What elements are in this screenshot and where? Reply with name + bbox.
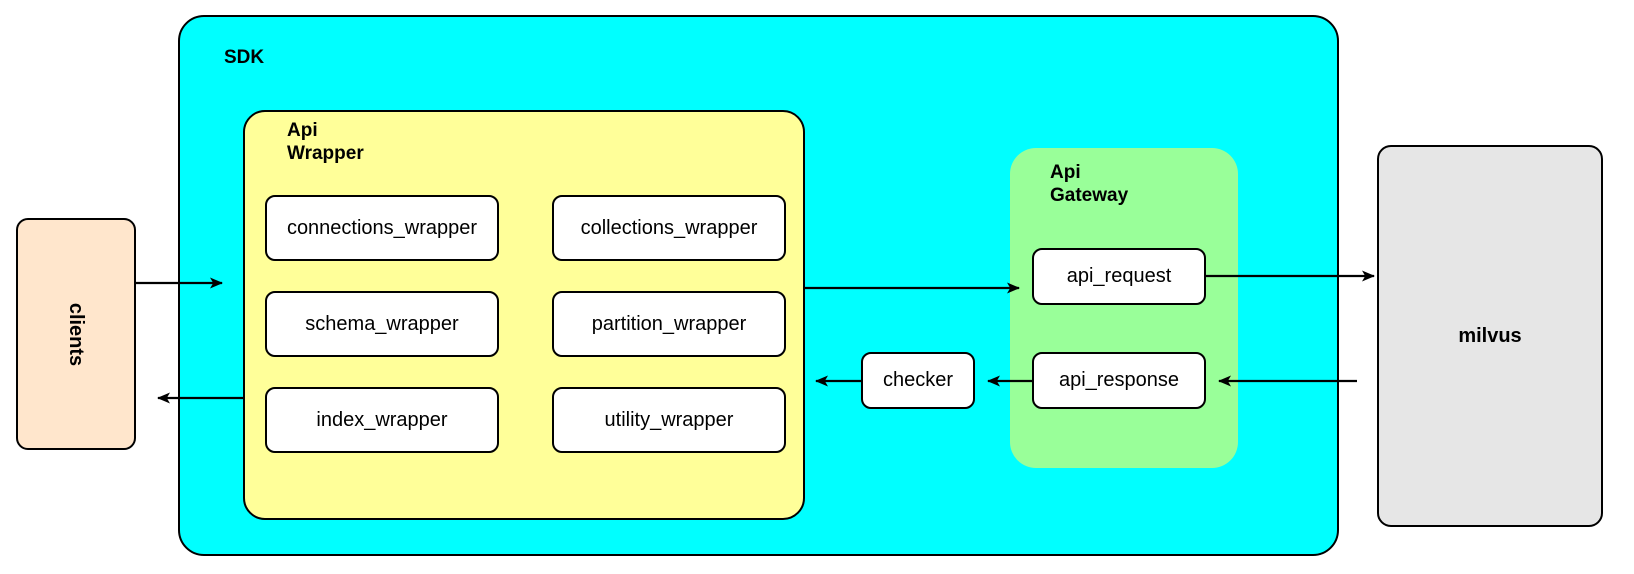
utility-wrapper-node[interactable]: utility_wrapper: [552, 387, 786, 453]
index-wrapper-label: index_wrapper: [316, 408, 448, 431]
schema-wrapper-node[interactable]: schema_wrapper: [265, 291, 499, 357]
milvus-node-label: milvus: [1458, 324, 1522, 347]
milvus-node[interactable]: milvus: [1377, 145, 1603, 527]
sdk-container-label: SDK: [224, 47, 265, 68]
api-gateway-container: Api Gateway: [1010, 148, 1238, 468]
checker-node-label: checker: [882, 369, 954, 391]
clients-node[interactable]: clients: [16, 218, 136, 450]
collections-wrapper-node[interactable]: collections_wrapper: [552, 195, 786, 261]
api-wrapper-container-label: Api Wrapper: [287, 120, 364, 164]
api-request-label: api_request: [1066, 265, 1172, 287]
clients-node-label: clients: [65, 302, 88, 366]
index-wrapper-node[interactable]: index_wrapper: [265, 387, 499, 453]
api-response-node[interactable]: api_response: [1032, 352, 1206, 409]
connections-wrapper-node[interactable]: connections_wrapper: [265, 195, 499, 261]
utility-wrapper-label: utility_wrapper: [604, 408, 734, 431]
connections-wrapper-label: connections_wrapper: [286, 216, 478, 239]
partition-wrapper-node[interactable]: partition_wrapper: [552, 291, 786, 357]
checker-node[interactable]: checker: [861, 352, 975, 409]
api-request-node[interactable]: api_request: [1032, 248, 1206, 305]
api-gateway-container-label: Api Gateway: [1050, 162, 1129, 206]
partition-wrapper-label: partition_wrapper: [591, 312, 747, 335]
schema-wrapper-label: schema_wrapper: [305, 312, 459, 335]
collections-wrapper-label: collections_wrapper: [580, 216, 758, 239]
api-response-label: api_response: [1058, 369, 1180, 391]
